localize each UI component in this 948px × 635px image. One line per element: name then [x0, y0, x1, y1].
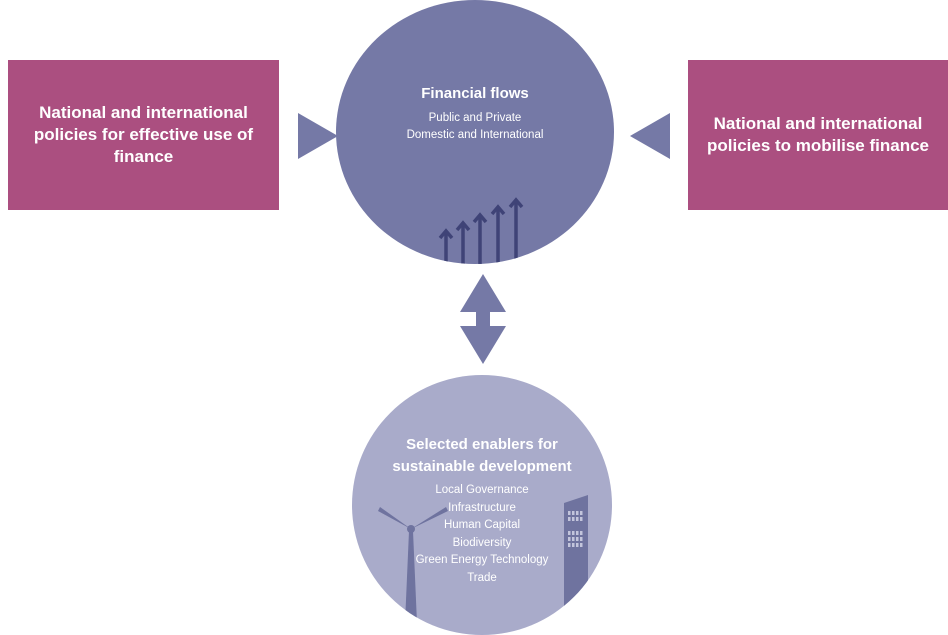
enabler-item: Local Governance [435, 484, 529, 496]
policy-box-effective-use: National and international policies for … [8, 60, 279, 210]
financial-flows-circle: Financial flows Public and Private Domes… [336, 0, 614, 264]
financial-flows-title: Financial flows [421, 85, 529, 102]
building-icon [564, 495, 588, 635]
policy-box-mobilise-finance-label: National and international policies to m… [707, 114, 929, 155]
enabler-item: Human Capital [443, 519, 521, 531]
enabler-item: Green Energy Technology [415, 554, 549, 566]
wind-turbine-icon [378, 507, 448, 623]
left-arrow-icon [630, 113, 670, 159]
enabler-item: Trade [467, 571, 497, 584]
enabler-item: Infrastructure [448, 501, 516, 514]
up-down-arrow-icon [460, 274, 506, 364]
policy-box-mobilise-finance: National and international policies to m… [688, 60, 948, 210]
rising-arrows-icon [438, 197, 524, 264]
enablers-circle: Selected enablers for sustainable develo… [352, 375, 612, 635]
financial-flows-line-1: Public and Private [428, 112, 522, 124]
enablers-title-line-2: sustainable development [392, 458, 572, 475]
right-arrow-icon [298, 113, 338, 159]
enablers-title-line-1: Selected enablers for [406, 436, 558, 453]
policy-box-effective-use-label: National and international policies for … [33, 103, 254, 166]
enabler-item: Biodiversity [452, 536, 512, 549]
financial-flows-line-2: Domestic and International [406, 129, 544, 141]
